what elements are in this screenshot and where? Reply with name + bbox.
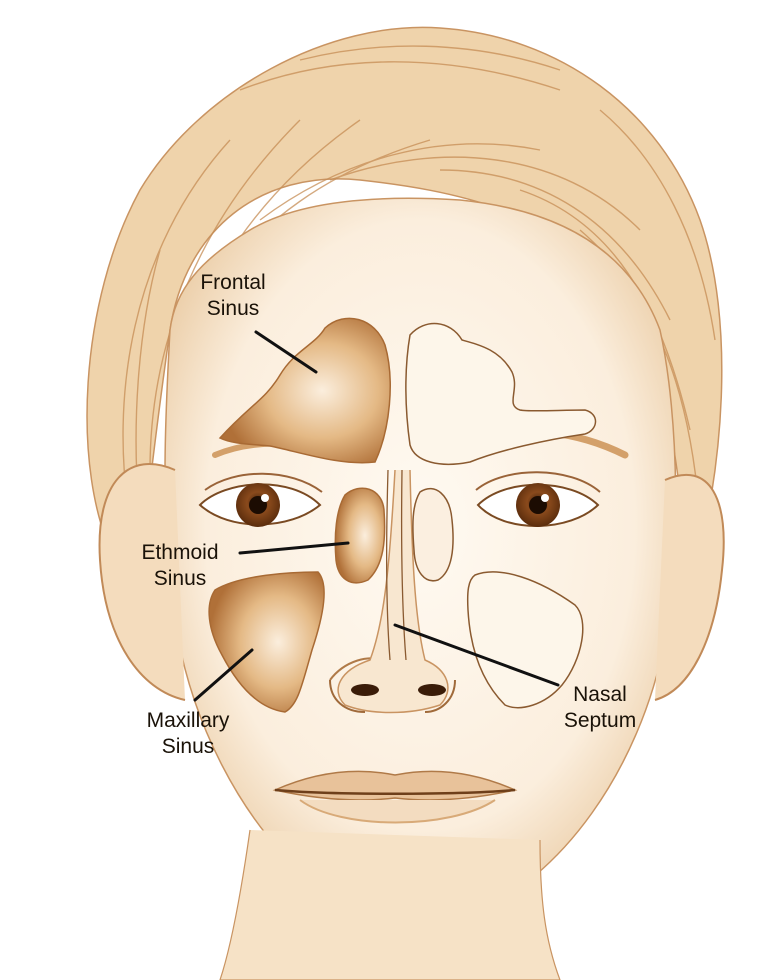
nasal-label-line2: Septum [545, 708, 655, 734]
frontal-sinus-label: Frontal Sinus [178, 270, 288, 322]
nasal-label-line1: Nasal [545, 682, 655, 708]
right-ear [655, 475, 724, 700]
ethmoid-sinus-label: Ethmoid Sinus [120, 540, 240, 592]
ethmoid-label-line1: Ethmoid [120, 540, 240, 566]
ethmoid-label-line2: Sinus [120, 566, 240, 592]
frontal-label-line1: Frontal [178, 270, 288, 296]
neck [220, 830, 560, 980]
frontal-label-line2: Sinus [178, 296, 288, 322]
nasal-septum-label: Nasal Septum [545, 682, 655, 734]
maxillary-sinus-label: Maxillary Sinus [128, 708, 248, 760]
ethmoid-sinus-right [413, 489, 453, 581]
maxillary-label-line1: Maxillary [128, 708, 248, 734]
maxillary-label-line2: Sinus [128, 734, 248, 760]
ethmoid-sinus-left [335, 488, 384, 583]
